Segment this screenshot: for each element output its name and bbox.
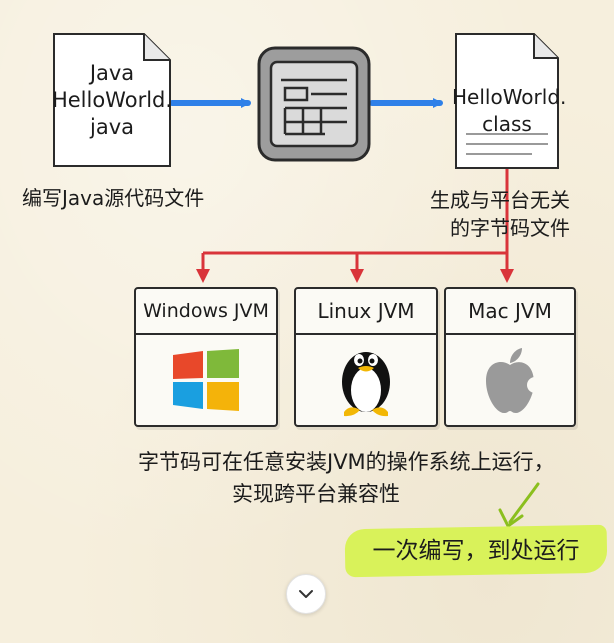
mac-jvm-box: Mac JVM xyxy=(444,287,576,427)
green-pointer-arrow xyxy=(508,482,540,524)
source-file-name: Java HelloWorld. java xyxy=(50,60,174,141)
class-file-line-2: class xyxy=(482,112,532,136)
bottom-description-line-1: 字节码可在任意安装JVM的操作系统上运行， xyxy=(138,450,555,474)
windows-logo-container xyxy=(136,335,276,425)
mac-logo-container xyxy=(446,335,574,425)
source-file-caption: 编写Java源代码文件 xyxy=(22,186,205,210)
windows-jvm-box: Windows JVM xyxy=(134,287,278,427)
chevron-down-icon xyxy=(299,590,313,598)
windows-logo-icon xyxy=(173,349,239,411)
class-file-caption-line-1: 生成与平台无关 xyxy=(430,188,570,212)
windows-jvm-label: Windows JVM xyxy=(136,289,276,335)
linux-jvm-label: Linux JVM xyxy=(296,289,436,335)
slogan-text: 一次编写，到处运行 xyxy=(372,538,580,564)
class-file-name: HelloWorld. class xyxy=(452,84,567,138)
apple-logo-icon xyxy=(486,348,540,413)
class-file-line-1: HelloWorld. xyxy=(452,85,567,109)
source-file-line-1: Java xyxy=(89,61,135,85)
class-file-document xyxy=(455,33,559,169)
bottom-description-line-2: 实现跨平台兼容性 xyxy=(232,482,400,506)
class-file-caption-line-2: 的字节码文件 xyxy=(450,216,570,240)
source-file-line-3: java xyxy=(90,115,134,139)
source-file-line-2: HelloWorld. xyxy=(51,88,173,112)
compiler-machine-icon xyxy=(257,46,371,162)
scroll-down-button[interactable] xyxy=(286,574,326,614)
linux-penguin-icon xyxy=(342,352,390,417)
source-file-document xyxy=(53,33,171,167)
linux-jvm-box: Linux JVM xyxy=(294,287,438,427)
linux-logo-container xyxy=(296,335,436,425)
mac-jvm-label: Mac JVM xyxy=(446,289,574,335)
